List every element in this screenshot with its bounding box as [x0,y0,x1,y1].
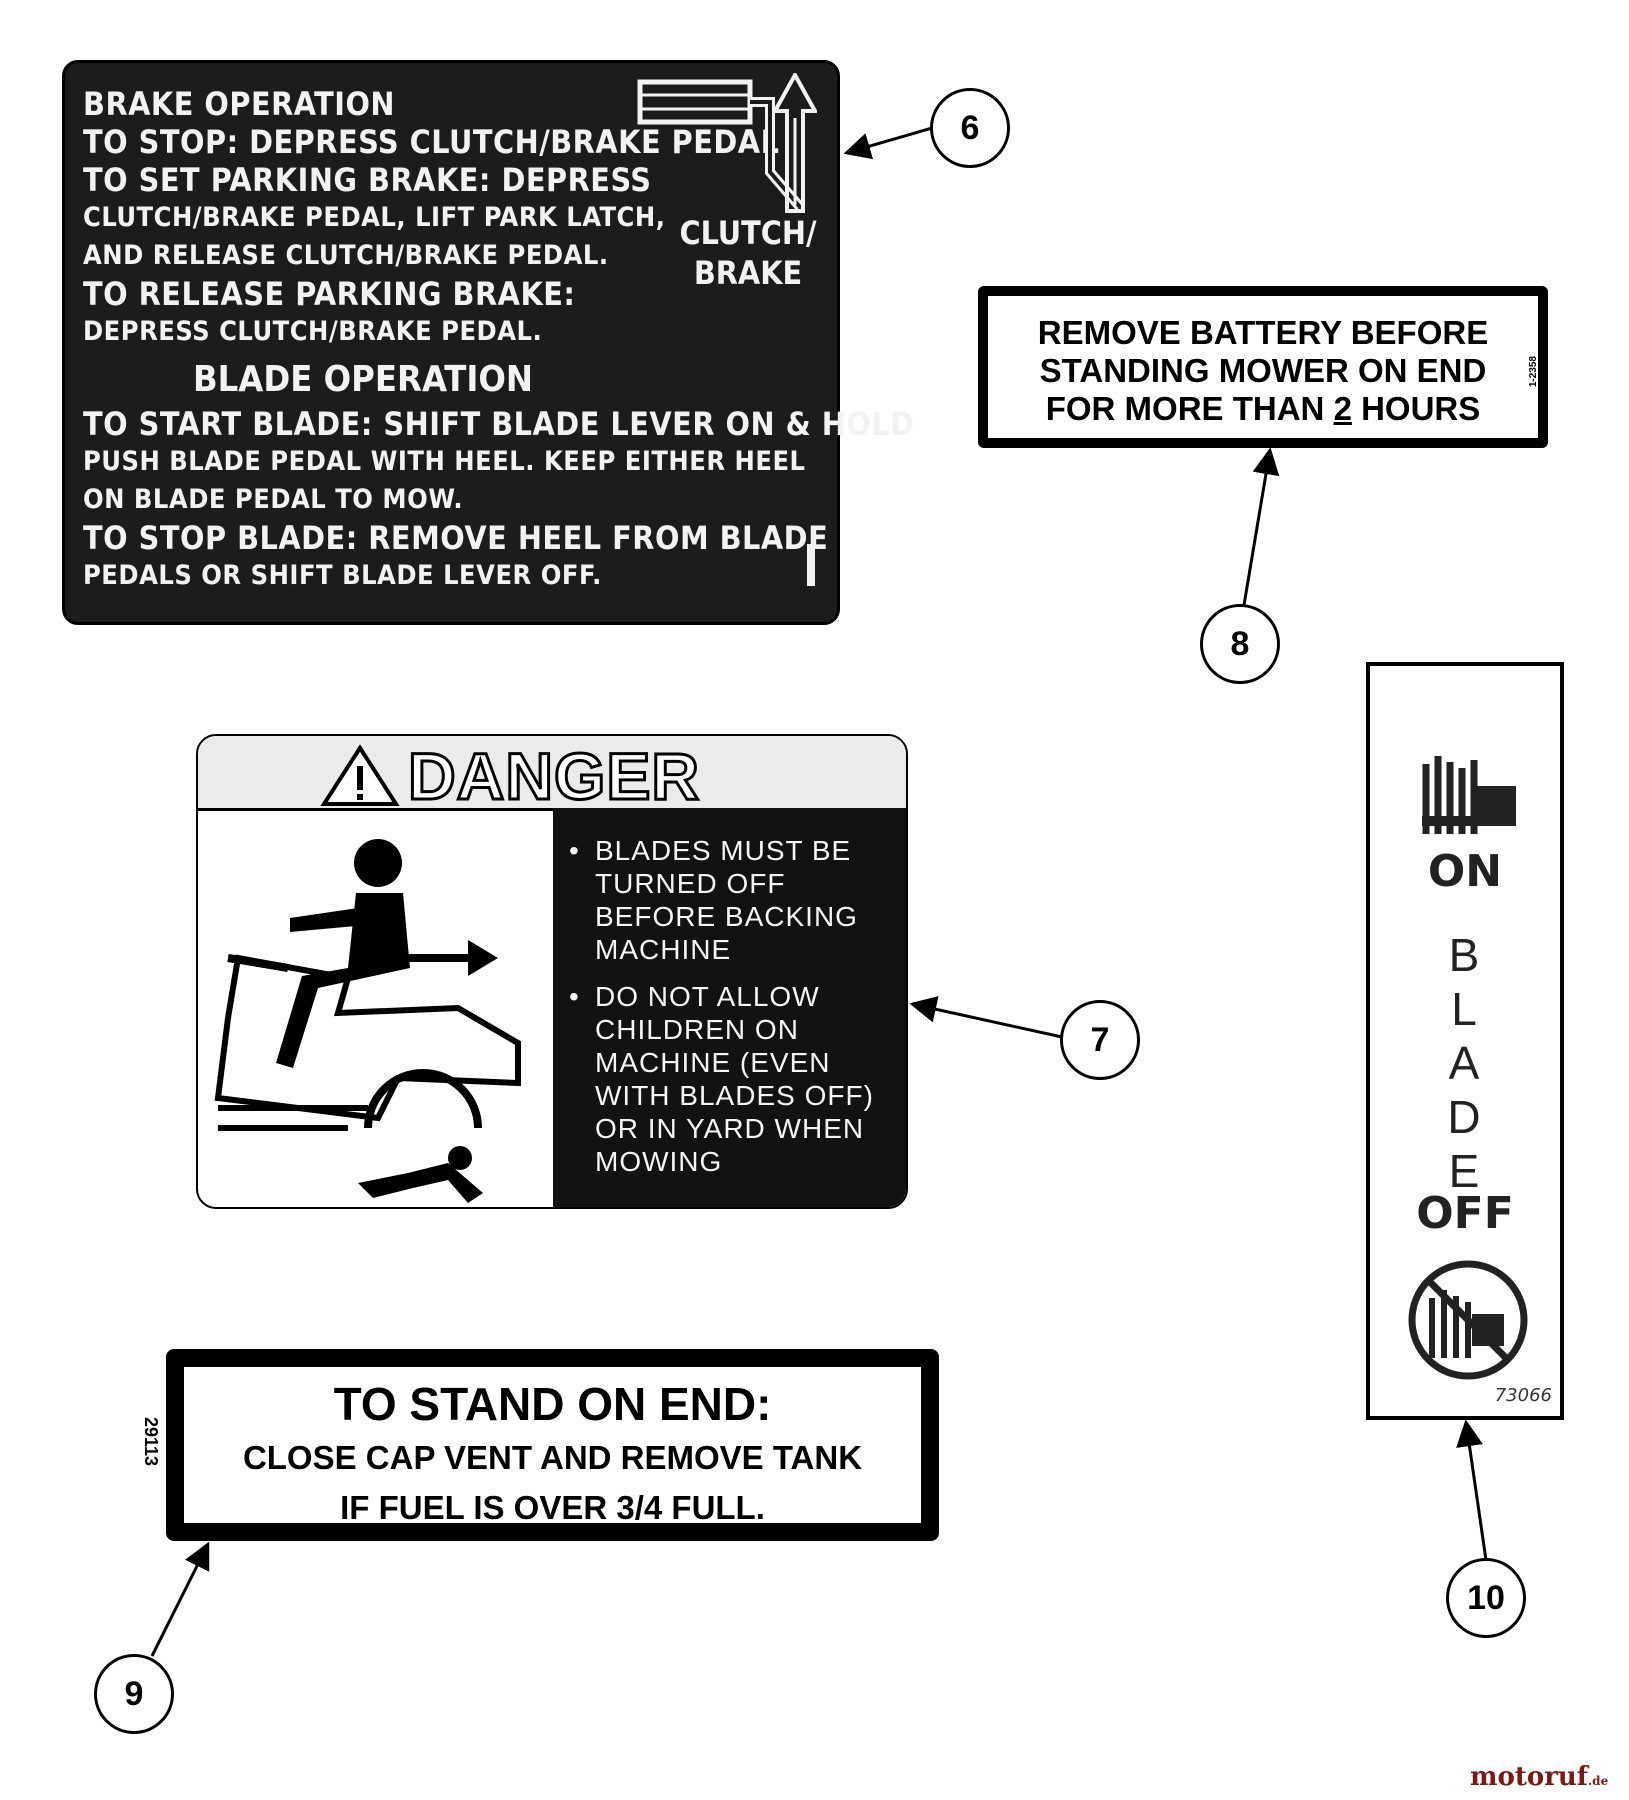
part-number: 1-2358 [1528,356,1539,388]
leader-8 [1242,447,1280,606]
callout-6: 6 [930,88,1010,168]
callout-7: 7 [1060,1000,1140,1080]
decal-danger: DANGER BLADES MUST BE TURNED OFF BEFORE … [196,734,908,1209]
blade-on-label: ON [1427,846,1503,897]
part-number: 29113 [141,1416,162,1467]
blade-letter: E [1448,1145,1482,1197]
danger-title: DANGER [406,738,701,815]
leader-10 [1456,1419,1488,1561]
callout-8: 8 [1200,604,1280,684]
danger-bullet: DO NOT ALLOW CHILDREN ON MACHINE (EVEN W… [569,980,886,1178]
blade-letter: A [1448,1037,1482,1089]
blade-off-label: OFF [1416,1188,1514,1239]
blade-line: PEDALS OR SHIFT BLADE LEVER OFF. [83,560,602,591]
warning-triangle-icon [320,744,400,806]
danger-message-panel: BLADES MUST BE TURNED OFF BEFORE BACKING… [553,808,906,1207]
brake-line: TO SET PARKING BRAKE: DEPRESS [83,161,652,199]
danger-header: DANGER [198,736,906,815]
watermark-ext: .de [1588,1774,1609,1788]
brake-line: CLUTCH/BRAKE PEDAL, LIFT PARK LATCH, [83,202,666,233]
leader-7 [909,996,1063,1039]
blade-line: ON BLADE PEDAL TO MOW. [83,484,464,515]
blade-letter: D [1447,1091,1483,1143]
decal-mark [807,544,815,586]
blade-letter: L [1451,983,1479,1035]
brake-operation-title: BRAKE OPERATION [83,85,395,123]
brake-line: TO RELEASE PARKING BRAKE: [83,275,576,313]
leader-9 [150,1541,210,1657]
part-number: 73066 [1494,1385,1552,1406]
clutch-brake-label: CLUTCH/ BRAKE [673,213,823,293]
brake-line: AND RELEASE CLUTCH/BRAKE PEDAL. [83,240,609,271]
decal-remove-battery: REMOVE BATTERY BEFORE STANDING MOWER ON … [978,286,1548,448]
up-arrow-icon [773,73,817,213]
decal-brake-blade-operation: BRAKE OPERATION TO STOP: DEPRESS CLUTCH/… [62,60,915,625]
watermark-text: motoruf [1470,1762,1588,1792]
battery-line-3: FOR MORE THAN 2 HOURS [988,390,1538,428]
clutch-label: CLUTCH/ [679,214,817,252]
battery-line: STANDING MOWER ON END [1039,352,1487,389]
blade-line: TO STOP BLADE: REMOVE HEEL FROM BLADE [83,519,829,557]
danger-bullet: BLADES MUST BE TURNED OFF BEFORE BACKING… [569,834,886,966]
battery-line-3-start: FOR MORE THAN [1045,390,1334,427]
blade-line: TO START BLADE: SHIFT BLADE LEVER ON & H… [83,405,915,443]
brake-label: BRAKE [693,254,803,292]
callout-10: 10 [1446,1558,1526,1638]
decal-stand-on-end: TO STAND ON END: CLOSE CAP VENT AND REMO… [141,1349,939,1541]
blade-line: PUSH BLADE PEDAL WITH HEEL. KEEP EITHER … [83,446,806,477]
watermark: motoruf.de [1470,1762,1608,1792]
decal-blade-on-off: ON B L A D E OFF 73066 [1366,662,1564,1420]
stand-on-end-line: CLOSE CAP VENT AND REMOVE TANK [242,1439,863,1476]
stand-on-end-title: TO STAND ON END: [333,1378,772,1430]
battery-line: REMOVE BATTERY BEFORE [1037,314,1489,351]
rider-mower-child-icon [214,839,521,1203]
battery-hours-value: 2 [1333,390,1352,427]
blade-on-icon [1422,756,1516,834]
blade-operation-title: BLADE OPERATION [192,359,534,400]
brake-line: TO STOP: DEPRESS CLUTCH/BRAKE PEDAL [83,123,780,161]
brake-line: DEPRESS CLUTCH/BRAKE PEDAL. [83,316,543,347]
blade-off-icon [1408,1260,1528,1380]
callout-9: 9 [94,1654,174,1734]
blade-label: B L A D E [1370,928,1560,1198]
battery-line-3-end: HOURS [1351,390,1481,427]
stand-on-end-line: IF FUEL IS OVER 3/4 FULL. [340,1489,765,1526]
leader-6 [843,126,933,160]
blade-letter: B [1448,929,1482,981]
